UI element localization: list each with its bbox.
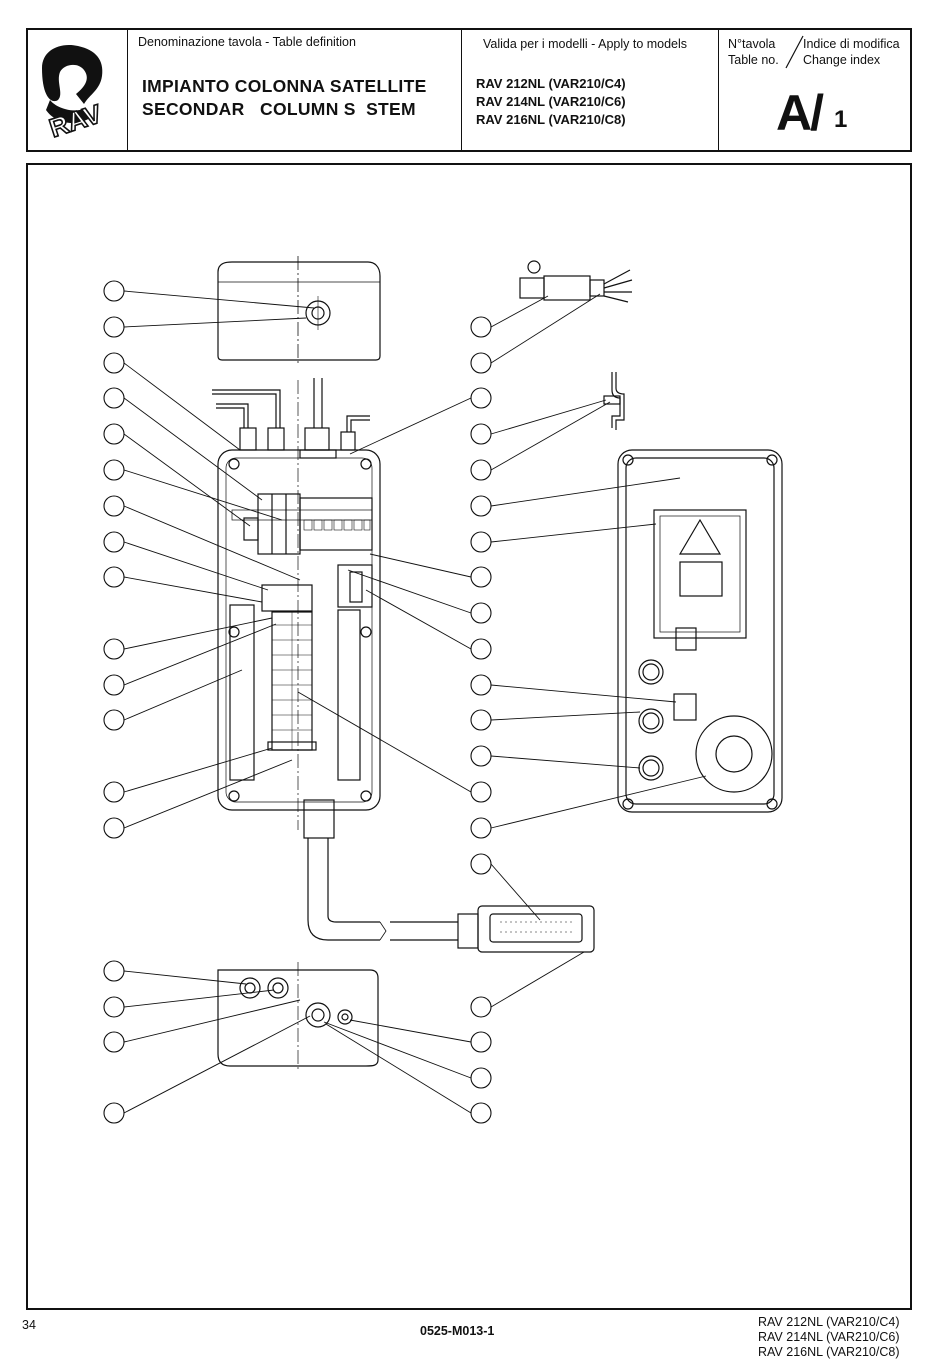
title-block: RAV Denominazione tavola - Table definit…	[26, 28, 912, 152]
document-code: 0525-M013-1	[420, 1324, 495, 1338]
change-index-label-en: Change index	[803, 53, 881, 67]
leaders-right	[297, 293, 707, 1114]
front-panel	[617, 449, 783, 813]
lid-top-view	[217, 256, 381, 366]
title-english: SECONDAR COLUMN S STEM	[142, 99, 416, 119]
table-no-label-en: Table no.	[728, 53, 779, 67]
label-divider	[785, 35, 804, 69]
bottom-view	[217, 962, 379, 1072]
logo-text: RAV	[46, 98, 106, 138]
main-enclosure	[212, 378, 458, 941]
model-line-2: RAV 214NL (VAR210/C6)	[476, 94, 626, 109]
limit-switch	[519, 260, 633, 303]
callouts-left	[103, 280, 125, 1124]
footer-model-1: RAV 212NL (VAR210/C4)	[758, 1315, 900, 1329]
change-index-label-it: Indice di modifica	[803, 37, 900, 51]
leaders-left	[123, 290, 315, 1114]
rav-logo: RAV	[42, 44, 107, 138]
title-italian: IMPIANTO COLONNA SATELLITE	[142, 76, 427, 96]
table-no-label-it: N°tavola	[728, 37, 776, 51]
callouts-right	[470, 316, 492, 1124]
multipin-connector	[457, 905, 595, 953]
table-number: A/	[776, 85, 824, 141]
mounting-bracket	[603, 372, 625, 430]
footer-model-3: RAV 216NL (VAR210/C8)	[758, 1345, 900, 1359]
model-line-1: RAV 212NL (VAR210/C4)	[476, 76, 626, 91]
change-index-value: 1	[834, 106, 848, 133]
model-line-3: RAV 216NL (VAR210/C8)	[476, 112, 626, 127]
table-definition-label: Denominazione tavola - Table definition	[138, 35, 356, 49]
drawing-frame	[26, 163, 912, 1310]
footer-model-2: RAV 214NL (VAR210/C6)	[758, 1330, 900, 1344]
page-number: 34	[22, 1318, 36, 1332]
models-label: Valida per i modelli - Apply to models	[483, 37, 688, 51]
